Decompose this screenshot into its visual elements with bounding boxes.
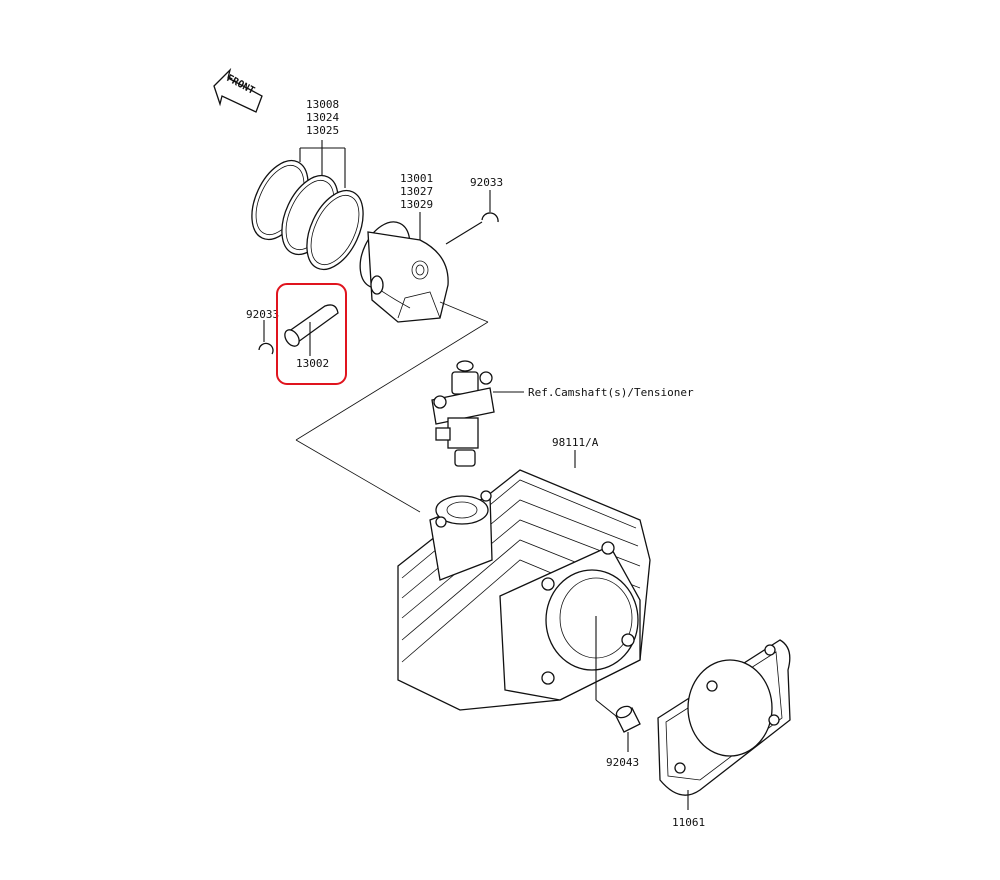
label-piston-3: 13029 (400, 198, 433, 211)
label-dowel: 92043 (606, 756, 639, 769)
dowel-pin (615, 705, 641, 733)
label-rings-2: 13024 (306, 111, 339, 124)
piston-pin (284, 304, 339, 347)
label-cylinder: 98111/A (552, 436, 599, 449)
label-clip-left: 92033 (246, 308, 279, 321)
label-piston-2: 13027 (400, 185, 433, 198)
clip-right-icon (481, 212, 499, 223)
front-arrow-icon: FRONT (213, 67, 263, 113)
label-piston-1: 13001 (400, 172, 433, 185)
label-camshaft-ref: Ref.Camshaft(s)/Tensioner (528, 386, 694, 399)
rings-leader (299, 140, 346, 188)
tensioner (431, 360, 495, 467)
piston-rings (251, 159, 364, 271)
label-pin: 13002 (296, 357, 329, 370)
label-rings-3: 13025 (306, 124, 339, 137)
guide-lines (295, 301, 489, 513)
label-clip-right: 92033 (470, 176, 503, 189)
cylinder-block (397, 469, 651, 711)
head-gasket (657, 639, 791, 796)
piston (359, 221, 449, 323)
label-rings-1: 13008 (306, 98, 339, 111)
highlight-box (276, 283, 347, 385)
clip-left-icon (258, 342, 274, 355)
label-gasket: 11061 (672, 816, 705, 829)
